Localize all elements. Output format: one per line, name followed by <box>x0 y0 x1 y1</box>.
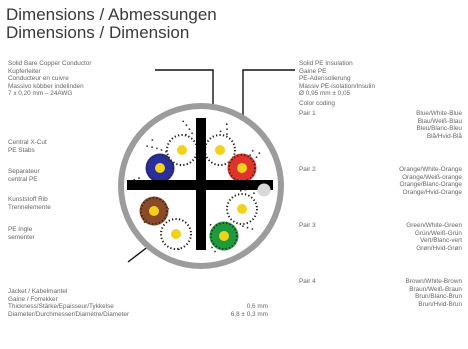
filler-dot <box>214 250 216 253</box>
filler-dot <box>165 150 167 153</box>
color-coding-heading: Color coding <box>299 100 335 107</box>
insulation-label: Solid PE Insulation Gaine PE PE-Aderisol… <box>299 60 376 98</box>
jacket-label: Jacket / Kabelmantel Gaine / Forrekker T… <box>8 288 268 318</box>
filler-dot <box>239 189 242 192</box>
filler-dot <box>258 152 261 155</box>
strand-ring <box>140 197 168 225</box>
cross-insulator-label: Central X-Cut PE Stabs <box>8 139 47 154</box>
separator-plate-label: Kunststoff Rib Trennelemente <box>8 196 51 211</box>
title-line-2: Dimensions / Dimension <box>6 23 190 42</box>
separator-vertical <box>196 118 206 250</box>
filler-dot <box>251 150 254 152</box>
conductor <box>237 204 247 214</box>
pair-2-label: Pair 2 <box>299 166 316 173</box>
insulation-leader-line <box>238 69 295 138</box>
filler-dot <box>188 128 191 131</box>
white-brown-wire <box>160 218 192 250</box>
pair-2-colors: Orange/White-Orange Orange/Weiß-orange O… <box>399 166 462 196</box>
twisted-pairs <box>133 120 269 253</box>
conductor <box>215 145 225 155</box>
separator-label: Separateur central PE <box>8 168 40 183</box>
filler-dot <box>251 228 254 230</box>
filler-dot <box>185 124 188 127</box>
blue-wire <box>145 153 175 183</box>
filler-dot <box>191 132 194 135</box>
conductor <box>219 231 229 241</box>
filler-dot <box>209 223 212 226</box>
filler-dot <box>211 246 213 249</box>
filler-dot <box>182 120 185 123</box>
pair-4-label: Pair 4 <box>299 278 316 285</box>
pair-4-colors: Brown/White-Brown Braun/Weiß-Braun Brun/… <box>405 278 462 308</box>
pe-stripe-label: PE Ingle sementer <box>8 226 35 241</box>
white-green-wire <box>226 193 258 225</box>
conductor <box>237 163 247 173</box>
conductor <box>171 229 181 239</box>
filler-dot <box>246 226 249 229</box>
conductor <box>177 145 187 155</box>
pair-1-label: Pair 1 <box>299 110 316 117</box>
filler-dot <box>253 192 255 195</box>
filler-dot <box>146 145 149 148</box>
filler-dot <box>151 139 154 141</box>
cross-separator <box>127 118 273 250</box>
filler-dot <box>160 149 163 151</box>
filler-dot <box>249 154 252 157</box>
filler-dot <box>156 147 158 150</box>
filler-dot <box>242 225 244 228</box>
filler-dot <box>219 130 222 133</box>
pair-1-colors: Blue/White-Blue Blau/Weiß-Blau Bleu/Blan… <box>416 110 462 140</box>
filler-dot <box>138 177 140 180</box>
filler-dot <box>226 133 228 136</box>
pair-3-label: Pair 3 <box>299 222 316 229</box>
filler-dot <box>226 128 228 131</box>
ripcord <box>257 183 271 197</box>
conductor <box>155 163 165 173</box>
brown-wire <box>139 196 169 226</box>
pair-3-colors: Green/White-Green Grün/Weiß-Grün Vert/Bl… <box>406 222 462 252</box>
conductor <box>149 206 159 216</box>
white-blue-wire <box>166 134 198 166</box>
filler-dot <box>225 123 228 126</box>
strand-ring <box>146 154 174 182</box>
strand-ring <box>210 222 238 250</box>
filler-dot <box>151 146 154 149</box>
green-wire <box>209 221 239 251</box>
white-orange-wire <box>204 134 236 166</box>
orange-wire <box>227 153 257 183</box>
conductor-label: Solid Bare Copper Conductor Kupferleiter… <box>8 60 92 98</box>
strand-ring <box>228 154 256 182</box>
filler-dot <box>255 156 258 159</box>
title-line-1: Dimensions / Abmessungen <box>6 5 217 24</box>
